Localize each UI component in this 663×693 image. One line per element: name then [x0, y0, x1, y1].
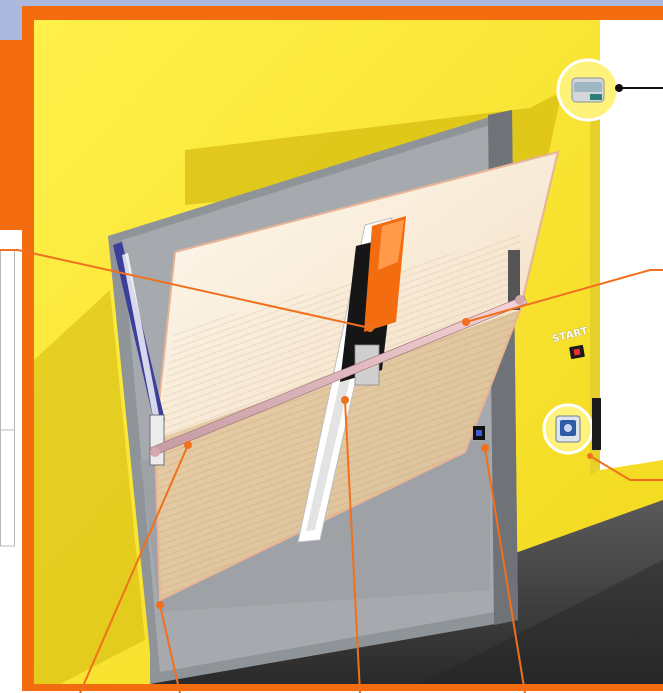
photocell-icon — [572, 78, 604, 102]
callout-dot-lower-panel — [156, 601, 164, 609]
rod-end-left — [150, 447, 160, 457]
callout-dot-motor — [366, 324, 374, 332]
callout-dot-rod-left — [184, 441, 192, 449]
left-info-box — [1, 250, 15, 546]
key-switch-icon — [556, 416, 580, 442]
callout-dot-rail — [341, 396, 349, 404]
callout-dot-photocell — [481, 444, 489, 452]
callout-dot-rod-right — [462, 318, 470, 326]
left-bracket — [150, 415, 164, 465]
door-photocell-lens — [476, 430, 482, 436]
rod-end-right — [515, 295, 525, 305]
key-switch-post — [592, 398, 601, 450]
start-button[interactable] — [569, 345, 585, 359]
